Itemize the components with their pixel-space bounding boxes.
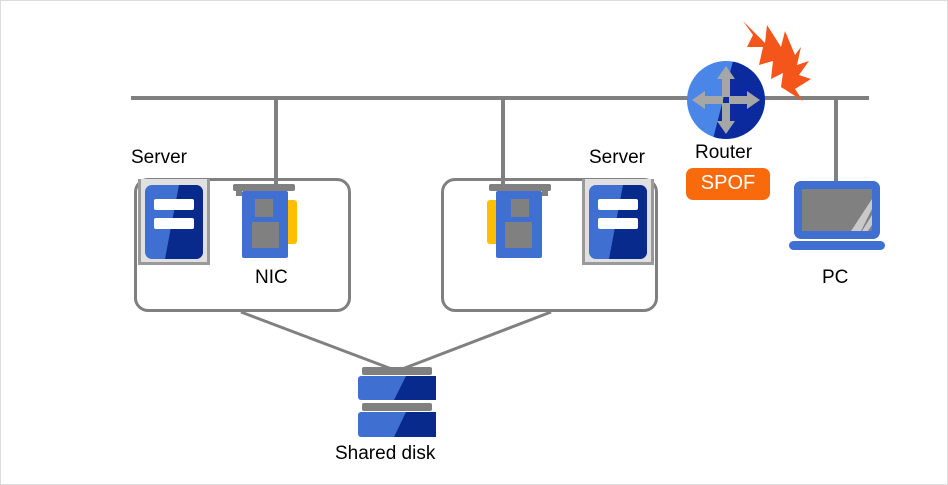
shared-disk-icon bbox=[358, 367, 436, 437]
server-tower-icon-right bbox=[589, 185, 647, 259]
server-tower-icon-left bbox=[145, 185, 203, 259]
nic-label: NIC bbox=[255, 267, 288, 288]
network-interface-card-icon-left bbox=[233, 184, 297, 258]
server-left-box bbox=[134, 178, 351, 312]
link-bus-to-pc bbox=[834, 96, 838, 184]
network-bus-line bbox=[131, 96, 869, 100]
pc-label: PC bbox=[822, 267, 849, 288]
link-bus-to-left-nic bbox=[274, 96, 278, 186]
server-right-label: Server bbox=[589, 147, 645, 168]
failure-lightning-icon bbox=[743, 21, 811, 101]
network-interface-card-icon-right bbox=[487, 184, 551, 258]
spof-badge: SPOF bbox=[686, 168, 770, 200]
router-label: Router bbox=[695, 142, 753, 163]
server-right-box bbox=[441, 178, 658, 312]
link-bus-to-right-nic bbox=[501, 96, 505, 186]
router-icon bbox=[687, 61, 765, 139]
shared-disk-label: Shared disk bbox=[335, 443, 436, 464]
server-left-label: Server bbox=[131, 147, 187, 168]
laptop-icon bbox=[789, 181, 885, 250]
